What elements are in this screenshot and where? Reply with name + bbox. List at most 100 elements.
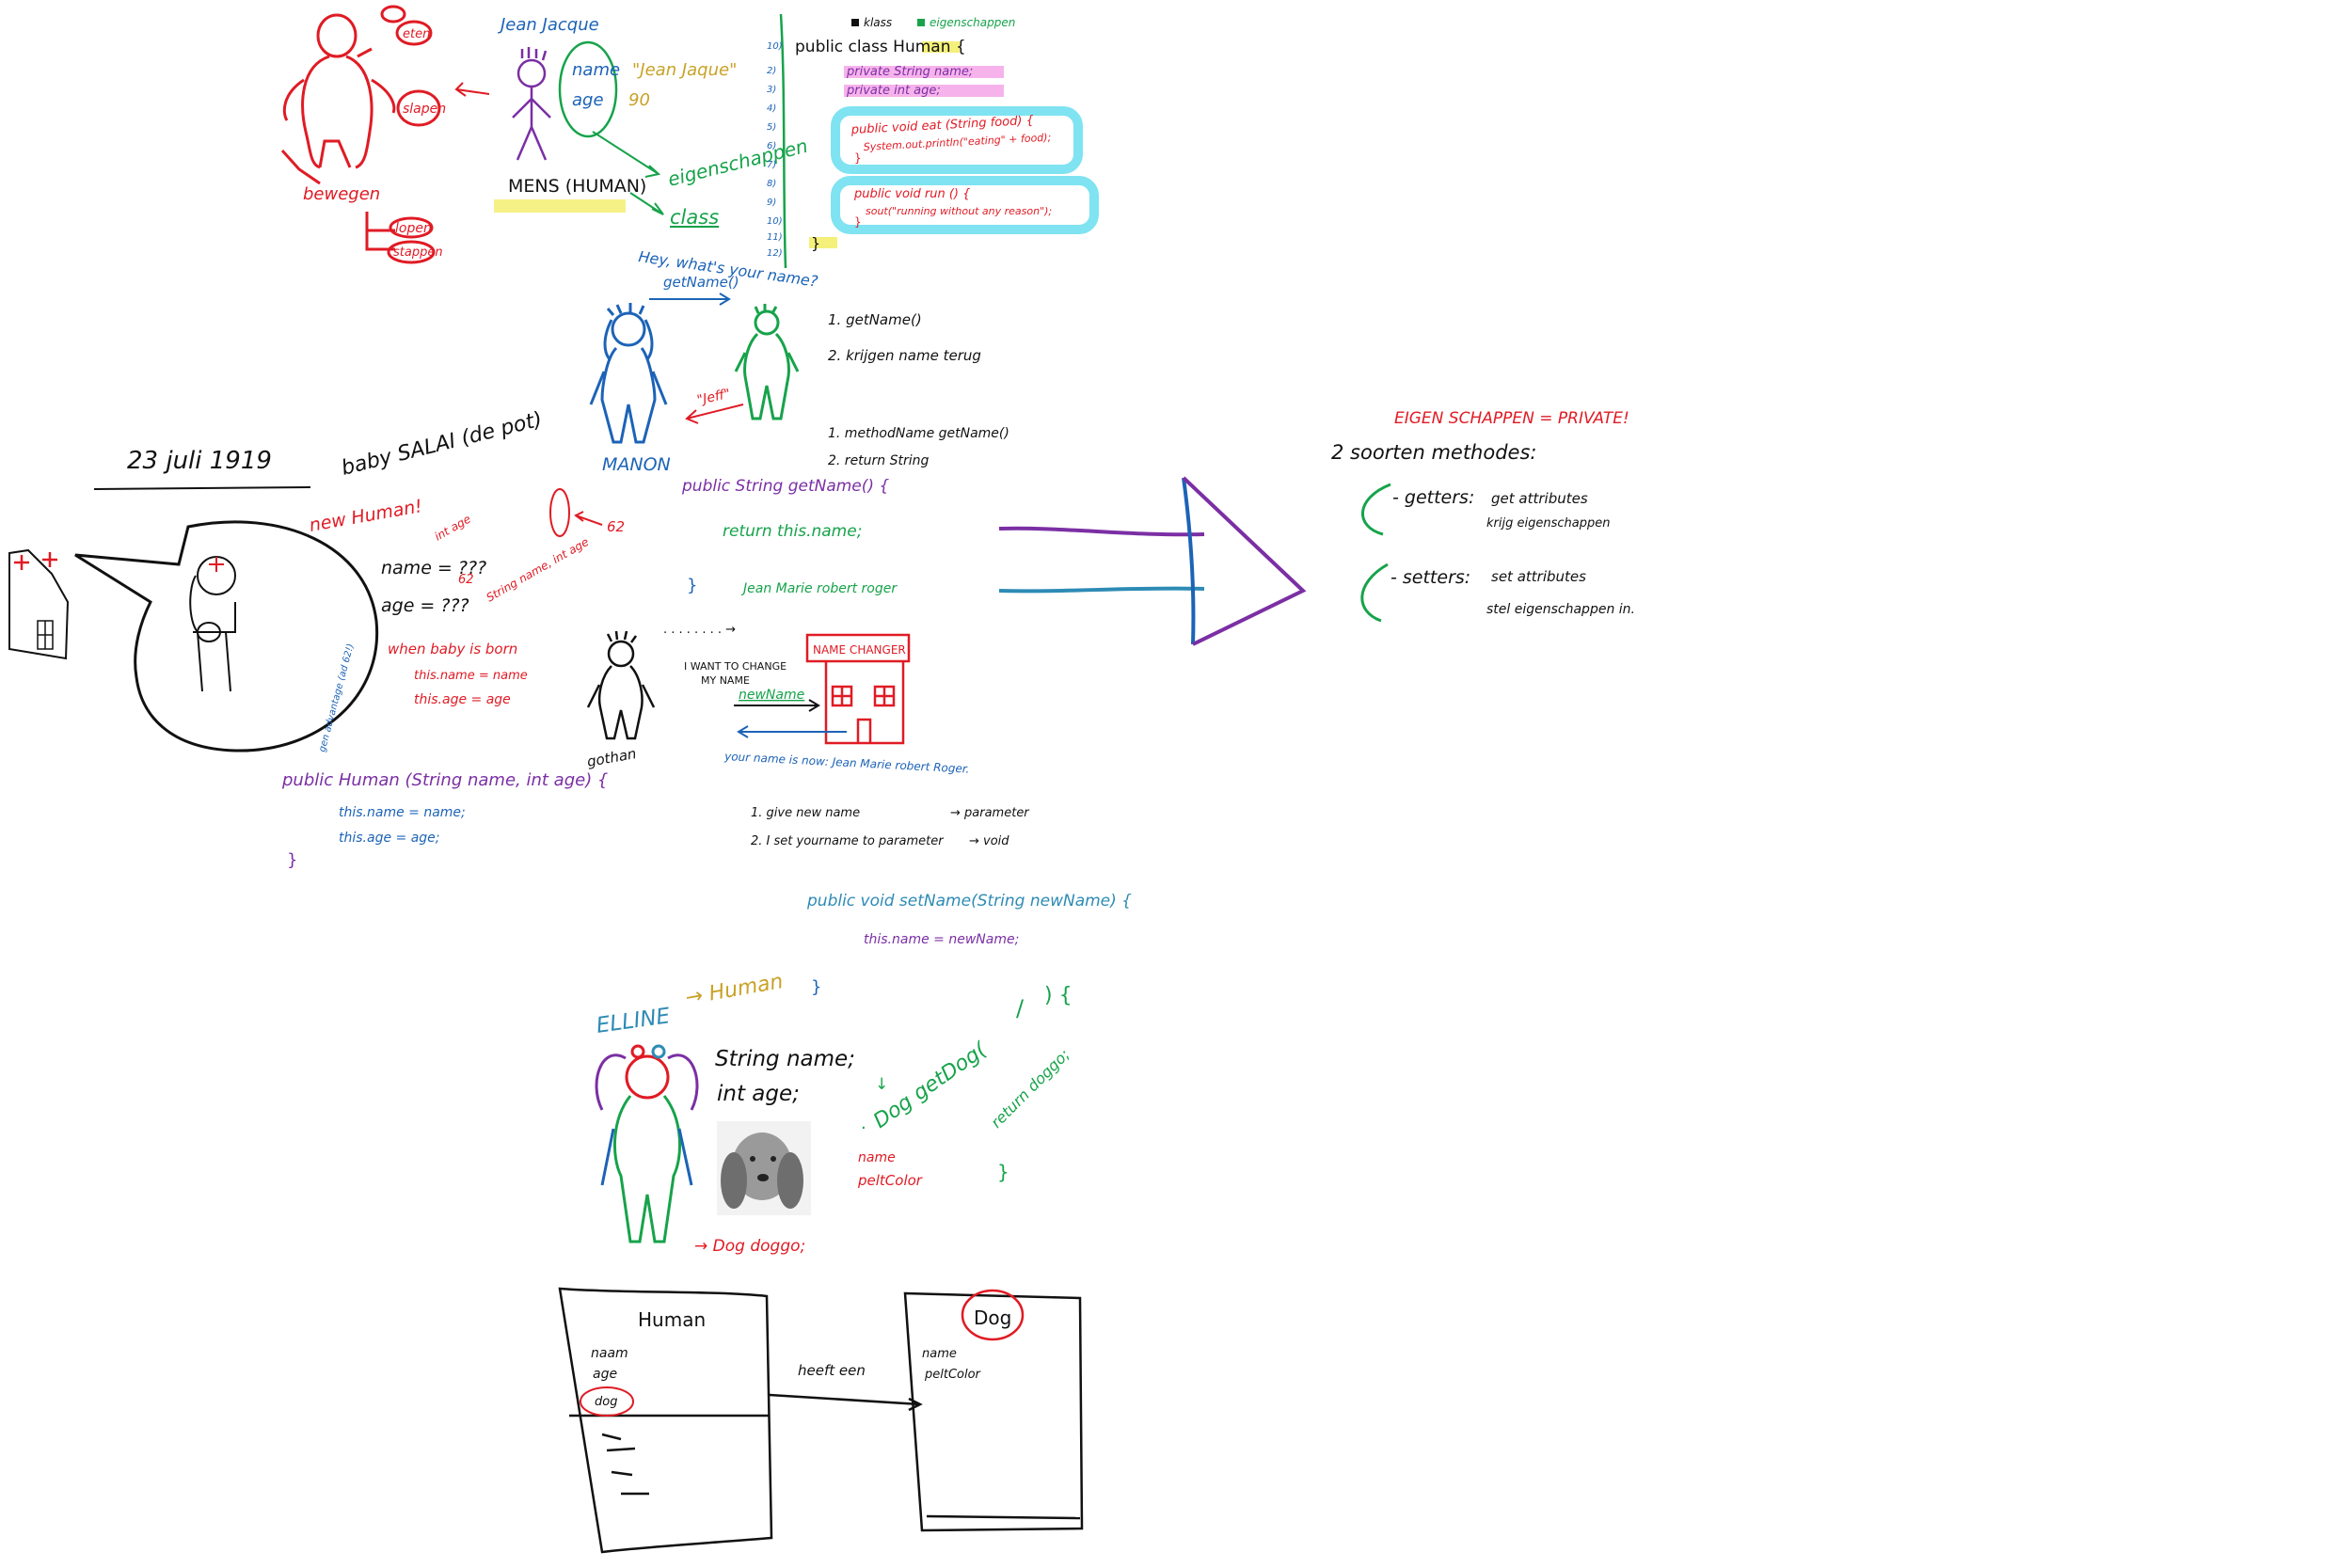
eat-method-highlight: [831, 106, 1083, 174]
uml-dog-attr1: name: [922, 1347, 957, 1361]
run-method-close: }: [854, 215, 862, 229]
red-arrow-left: [454, 82, 490, 97]
method-name-line: 1. methodName getName(): [828, 426, 1009, 441]
green-friend-figure: [734, 304, 800, 420]
pet-name-label: name: [858, 1150, 896, 1165]
run-method-signature: public void run () {: [853, 187, 970, 201]
uml-dog-title: Dog: [974, 1307, 1011, 1329]
mens-highlight: [494, 199, 626, 213]
getter-code-return: return this.name;: [723, 522, 862, 541]
bewegen-label: bewegen: [303, 184, 380, 204]
eigenschappen-private-header: EIGEN SCHAPPEN = PRIVATE!: [1394, 409, 1629, 428]
setters-desc1: set attributes: [1491, 568, 1586, 585]
green-circle-properties: [558, 40, 618, 138]
name-changer-building: [805, 633, 911, 745]
age-property-label: age: [572, 90, 604, 110]
code-vertical-green-line: [779, 13, 787, 269]
code-line-numbers: 10) 2) 3) 4) 5) 6) 7) 8) 9) 10) 11) 12): [767, 41, 783, 259]
pet-color-label: peltColor: [857, 1172, 923, 1189]
getdog-dot: .: [861, 1114, 866, 1133]
getdog-method-close: }: [997, 1161, 1009, 1183]
legend-eigenschappen: eigenschappen: [930, 16, 1015, 29]
dotted-arrow: . . . . . . . . →: [663, 623, 736, 637]
red-cross-icon: [14, 552, 57, 570]
gothan-figure: [586, 630, 656, 740]
big-gradient-arrow: [998, 476, 1307, 646]
constructor-signature: public Human (String name, int age) {: [281, 770, 608, 790]
eten-label: eten: [403, 27, 430, 41]
black-arrow-newname: [734, 699, 820, 712]
hospital-bubble: [8, 520, 379, 752]
elline-string-name: String name;: [715, 1047, 855, 1071]
elline-int-age: int age;: [717, 1082, 800, 1106]
setters-bracket: [1360, 562, 1389, 623]
gothan-label: gothan: [586, 745, 638, 770]
setter-signature: public void setName(String newName) {: [806, 892, 1132, 911]
getter-code-close: }: [687, 576, 697, 595]
eat-method-close: }: [854, 151, 862, 165]
uml-relation-arrow: [769, 1393, 923, 1412]
manon-step1: 1. getName(): [828, 311, 922, 328]
date-underline: [93, 486, 311, 490]
class-close: }: [811, 234, 820, 252]
run-method-body: sout("running without any reason");: [866, 205, 1052, 217]
run-method-highlight: [831, 176, 1099, 234]
when-born-label: when baby is born: [388, 641, 517, 657]
class-header-highlight: [922, 41, 960, 53]
methods-title: 2 soorten methodes:: [1331, 441, 1536, 464]
baby-title: baby SALAI (de pot): [339, 408, 544, 481]
blue-arrow-getname: [649, 293, 731, 306]
line-number: 10): [767, 216, 783, 227]
sixty-two-label: 62: [607, 518, 625, 535]
name-property-label: name: [572, 60, 620, 80]
getter-code-note: Jean Marie robert roger: [740, 581, 898, 596]
line-number: 3): [767, 85, 776, 95]
getdog-return: return doggo;: [987, 1046, 1073, 1132]
setter-close: }: [811, 977, 821, 997]
red-arrow-62: [574, 511, 603, 526]
getters-desc1: get attributes: [1491, 490, 1588, 507]
uml-human-attr1: naam: [591, 1346, 628, 1361]
elline-arrow-human: → Human: [684, 970, 786, 1010]
gen-advantage-note: gen advantage (ad 62!): [317, 642, 356, 753]
class-close-highlight: [809, 237, 837, 248]
line-number: 4): [767, 103, 776, 114]
setter-step2: 2. I set yourname to parameter: [751, 834, 945, 848]
this-name-note: this.name = name: [414, 669, 528, 683]
date-label: 23 juli 1919: [127, 447, 272, 475]
new-human-label: new Human!: [308, 496, 423, 536]
blue-arrow-reply: [737, 725, 847, 738]
line-number: 8): [767, 179, 776, 189]
line-number: 7): [767, 160, 776, 170]
setter-step1: 1. give new name: [751, 806, 860, 820]
setter-step1-arrow: → parameter: [950, 806, 1030, 820]
getname-call-label: getName(): [663, 274, 739, 291]
getters-label: - getters:: [1392, 487, 1474, 508]
red-arrow-jeff: [685, 404, 744, 424]
constructor-age-line: this.age = age;: [339, 831, 440, 846]
uml-relation-label: heeft een: [798, 1362, 866, 1379]
uml-human-attr3: dog: [595, 1395, 617, 1409]
age-unknown: age = ???: [381, 595, 469, 616]
class-header: public class Human {: [795, 38, 966, 56]
jean-jacque-figure: [512, 47, 551, 161]
red-figure-drawing: [280, 5, 441, 264]
legend-eigenschappen-swatch: [917, 19, 925, 26]
line-number: 11): [767, 232, 783, 243]
age-property-value: 90: [628, 90, 650, 110]
eigenschappen-label: eigenschappen: [665, 135, 810, 191]
age-fix-value: 62: [458, 573, 474, 587]
elline-label: ELLINE: [595, 1004, 672, 1038]
red-circle-int-age: [549, 488, 570, 537]
line-number: 5): [767, 122, 776, 133]
mens-human-label: MENS (HUMAN): [508, 176, 646, 197]
elline-dog-decl: → Dog doggo;: [694, 1237, 805, 1256]
setter-body: this.name = newName;: [864, 932, 1019, 947]
getdog-close-paren: ) {: [1044, 984, 1073, 1007]
name-property-value: "Jean Jaque": [632, 60, 737, 80]
line-number: 12): [767, 248, 783, 259]
stappen-label: stappen: [393, 245, 443, 260]
getters-bracket: [1360, 483, 1391, 536]
manon-figure: [589, 303, 668, 444]
line-number: 10): [767, 41, 783, 52]
